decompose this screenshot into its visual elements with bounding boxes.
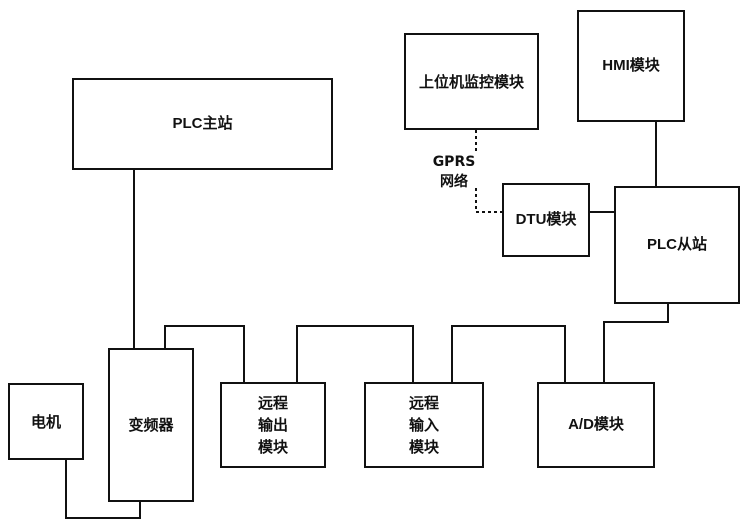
gprs-network-label: GPRS 网络 (428, 152, 480, 192)
ad-module-label: A/D模块 (568, 416, 624, 433)
motor-label: 电机 (30, 412, 61, 431)
remote-output-box: 远程 输出 模块 (220, 382, 326, 468)
link-remote-output-remote-input (296, 325, 414, 382)
motor-box: 电机 (8, 383, 84, 460)
plc-master-label: PLC主站 (172, 115, 233, 132)
plc-master-box: PLC主站 (72, 78, 333, 170)
host-monitor-label: 上位机监控模块 (418, 72, 524, 91)
remote-input-label: 远程 输入 模块 (408, 394, 439, 456)
plc-slave-label: PLC从站 (646, 236, 707, 253)
link-gprs-dtu (475, 188, 502, 213)
remote-input-box: 远程 输入 模块 (364, 382, 484, 468)
hmi-box: HMI模块 (577, 10, 685, 122)
dtu-label: DTU模块 (515, 211, 577, 228)
inverter-label: 变频器 (128, 416, 174, 434)
ad-module-box: A/D模块 (537, 382, 655, 468)
hmi-label: HMI模块 (602, 57, 660, 74)
dtu-box: DTU模块 (502, 183, 590, 257)
link-motor-inverter (65, 460, 141, 519)
gprs-label-line2: 网络 (440, 174, 468, 190)
link-remote-input-ad (451, 325, 566, 382)
host-monitor-box: 上位机监控模块 (404, 33, 539, 130)
plc-slave-box: PLC从站 (614, 186, 740, 304)
link-ad-plc-slave (603, 304, 669, 382)
remote-output-label: 远程 输出 模块 (257, 394, 288, 456)
link-inverter-remote-output (164, 325, 245, 382)
inverter-box: 变频器 (108, 348, 194, 502)
gprs-label-line1: GPRS (432, 154, 476, 170)
